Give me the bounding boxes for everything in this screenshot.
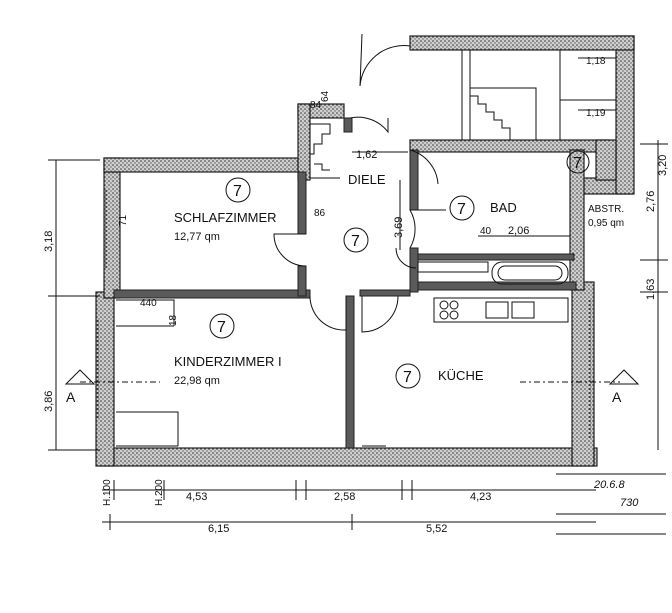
stairs-left: [310, 123, 340, 179]
dim-schlaf-71: 71: [118, 214, 129, 226]
windows: [97, 190, 591, 447]
dim-stair-86: 86: [314, 208, 326, 219]
interior-dimensions: 1,62 3,69 40 2,06 84 64 86 71 440 18: [118, 90, 570, 326]
dim-left-1: 3,18: [43, 231, 55, 252]
dim-right-2: 1,63: [645, 279, 657, 300]
room-name: KÜCHE: [438, 368, 484, 383]
dim-win-18: 18: [168, 314, 179, 326]
room-circle: [566, 150, 590, 174]
room-area: 0,95 qm: [588, 218, 624, 229]
doors: [273, 33, 446, 447]
dim-diele-height: 3,69: [393, 217, 405, 238]
room-name: DIELE: [348, 172, 386, 187]
kitchen-counter: [433, 297, 569, 323]
section-line: A A: [64, 369, 640, 405]
interior-walls: [113, 117, 577, 449]
dim-stair-64: 64: [320, 90, 331, 102]
section-arrow-left: [64, 369, 96, 385]
dim-win-440: 440: [140, 298, 157, 309]
dim-stair-84: 84: [310, 100, 322, 111]
room-name: ABSTR.: [588, 204, 624, 215]
room-name: KINDERZIMMER I: [174, 354, 282, 369]
dim-left-2: 3,86: [43, 391, 55, 412]
right-dimensions: 2,76 1,63 3,20 1,18 1,19: [578, 56, 669, 450]
dim-bottom-2: 2,58: [334, 491, 355, 503]
room-circle: [395, 363, 421, 389]
dim-h200: H.200: [154, 479, 165, 506]
stamp-number: 730: [620, 497, 639, 509]
section-label-right: A: [612, 389, 622, 405]
stairs-right: [461, 50, 616, 140]
dim-bottom-1: 4,53: [186, 491, 207, 503]
room-circle: [225, 177, 251, 203]
dim-right-1: 2,76: [645, 191, 657, 212]
stamp-date: 20.6.8: [593, 479, 625, 491]
dim-h100: H.100: [102, 479, 113, 506]
room-diele: DIELE 7: [343, 172, 386, 253]
section-label-left: A: [66, 389, 76, 405]
room-schlafzimmer: 7 SCHLAFZIMMER 12,77 qm: [174, 177, 277, 243]
section-arrow-right: [608, 369, 640, 385]
bathtub: [417, 261, 569, 285]
room-number: 7: [457, 201, 466, 218]
room-number: 7: [351, 233, 360, 250]
room-number: 7: [217, 319, 226, 336]
room-kueche: 7 KÜCHE: [395, 363, 484, 389]
room-number: 7: [233, 183, 242, 200]
dim-bad-width: 2,06: [508, 225, 529, 237]
bottom-dimensions: 4,53 2,58 4,23 6,15 5,52 H.100 H.200: [102, 479, 596, 535]
dim-bad-small: 40: [480, 226, 492, 237]
room-name: SCHLAFZIMMER: [174, 210, 277, 225]
dim-top-right-1: 1,18: [586, 56, 606, 67]
dim-top-right-2: 1,19: [586, 108, 606, 119]
room-circle: [449, 195, 475, 221]
dim-bottom-3: 4,23: [470, 491, 491, 503]
room-abstr: 7 ABSTR. 0,95 qm: [566, 150, 624, 229]
room-name: BAD: [490, 200, 517, 215]
dim-diele-width: 1,62: [356, 149, 377, 161]
dim-bottom-5: 5,52: [426, 523, 447, 535]
dim-bottom-4: 6,15: [208, 523, 229, 535]
room-circle: [343, 227, 369, 253]
room-number: 7: [403, 369, 412, 386]
left-dimensions: 3,18 3,86: [43, 159, 100, 451]
room-area: 22,98 qm: [174, 375, 220, 387]
outer-walls: [95, 35, 635, 467]
stamp: 20.6.8 730: [556, 473, 666, 535]
dim-right-3: 3,20: [657, 155, 669, 176]
room-kinderzimmer: 7 KINDERZIMMER I 22,98 qm: [174, 313, 282, 387]
room-bad: 7 BAD: [449, 195, 517, 221]
room-circle: [209, 313, 235, 339]
room-area: 12,77 qm: [174, 231, 220, 243]
room-number: 7: [573, 155, 582, 172]
